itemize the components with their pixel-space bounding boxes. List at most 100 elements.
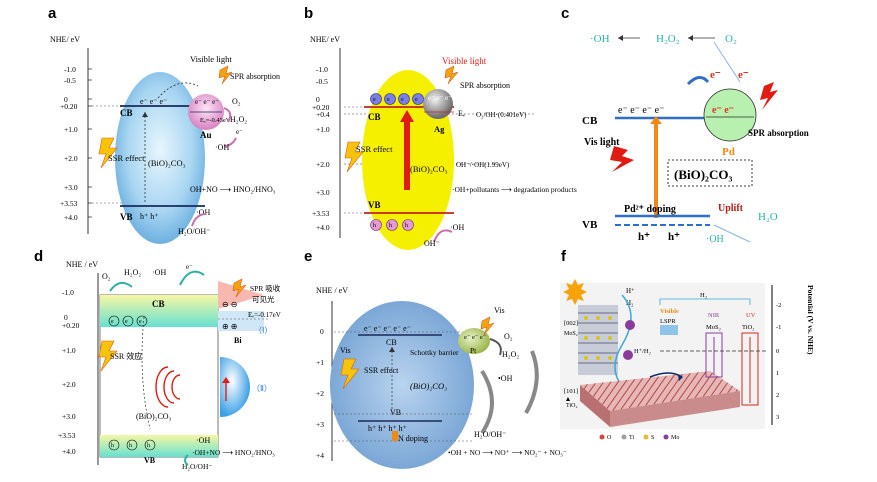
o2-label: O₂ xyxy=(232,97,241,106)
svg-text:h: h xyxy=(147,443,150,449)
spr-label: SPR absorption xyxy=(230,72,280,81)
tick-label: +3 xyxy=(316,420,324,429)
vb-label: VB xyxy=(368,200,381,210)
cb-band xyxy=(100,295,218,327)
vis-bolt-icon xyxy=(610,146,634,172)
cb-label: CB xyxy=(582,115,598,127)
region1-label: （Ⅰ） xyxy=(254,326,272,335)
svg-text:h: h xyxy=(373,223,376,229)
spr-triangle xyxy=(218,281,264,309)
tick-label: +3.53 xyxy=(312,209,330,218)
cb-label: CB xyxy=(386,338,397,347)
ssr-label: SSR effect xyxy=(108,153,145,163)
tick-label: 3 xyxy=(776,414,779,421)
oh-label: •OH xyxy=(498,374,513,383)
ag-particle xyxy=(423,89,453,119)
tio2-slab xyxy=(580,371,740,411)
uv-label: UV xyxy=(746,312,756,319)
svg-text:h⁺ h⁺ h⁺ h⁺: h⁺ h⁺ h⁺ h⁺ xyxy=(368,424,407,433)
vb-label: VB xyxy=(144,456,156,465)
spr-label: SPR 吸收 xyxy=(250,283,281,293)
svg-text:h: h xyxy=(111,443,114,449)
doping-label: N doping xyxy=(398,434,428,443)
reaction-label: OH+NO ⟶ HNO₂/HNO₃ xyxy=(190,185,276,194)
svg-text:e⁻ e⁻ e⁻: e⁻ e⁻ e⁻ xyxy=(464,334,487,341)
oh-in-label: OH⁻ xyxy=(424,239,440,248)
material-label: (BiO)₂CO₃ xyxy=(148,158,186,168)
axis-ticks: -1.0 -0.5 0 +0.20 +1.0 +2.0 +3.0 +3.53 +… xyxy=(60,65,92,222)
au-label: Au xyxy=(200,130,212,140)
svg-text:e⁻: e⁻ xyxy=(738,69,749,81)
facet-101-label: [101] xyxy=(564,388,578,395)
vis-right-label: Vis xyxy=(494,306,505,315)
oh-radical-label: ·OH xyxy=(215,143,229,152)
lightning-icon xyxy=(340,358,360,390)
oh2-label: ·OH xyxy=(196,208,210,217)
panel-e-diagram: NHE / eV 0 +1 +2 +3 +4 e⁻ e⁻ e⁻ e⁻ e⁻ CB… xyxy=(316,286,567,469)
axis-ticks: -2 -1 0 1 2 3 xyxy=(776,302,781,421)
tick-label: +4.0 xyxy=(316,223,330,232)
tick-label: +3.53 xyxy=(60,199,78,208)
panel-label-e: e xyxy=(304,248,313,265)
svg-text:e: e xyxy=(415,97,418,103)
ssr-label: SSR effect xyxy=(364,366,399,375)
tick-label: 2 xyxy=(776,392,779,399)
svg-text:e: e xyxy=(125,319,128,325)
bracket-h2-label: H₂ xyxy=(700,292,707,299)
tick-label: +1.0 xyxy=(316,125,330,134)
pd-label: Pd xyxy=(722,146,735,158)
h2o-label: H₂O xyxy=(758,211,778,223)
tick-label: +2.0 xyxy=(316,160,330,169)
panel-b-diagram: NHE/ eV -1.0 -0.5 0 +0.20 +0.4 +1.0 +2.0… xyxy=(310,35,577,250)
mos2-label: MoS₂ xyxy=(564,331,578,337)
pd-particle xyxy=(703,88,757,142)
tick-label: +2.0 xyxy=(64,154,78,163)
tick-label: -0.5 xyxy=(316,77,328,86)
svg-text:e⁻ e⁻ e⁻: e⁻ e⁻ e⁻ xyxy=(428,94,452,102)
vb-label: VB xyxy=(390,408,401,417)
bi-label: Bi xyxy=(234,336,242,345)
svg-text:h⁺ h⁺: h⁺ h⁺ xyxy=(140,212,158,221)
tio2-label: TiO₂ xyxy=(566,403,578,409)
panel-label-c: c xyxy=(561,5,570,22)
tick-label: -0.5 xyxy=(64,76,76,85)
spr-label: SPR absorption xyxy=(748,128,809,138)
panel-f-diagram: H⁺ H₂ [002] MoS₂ [101] TiO₂ O Ti S xyxy=(560,279,815,441)
panel-label-d: d xyxy=(34,248,44,265)
e-label: e⁻ xyxy=(710,69,721,81)
o2-label: O₂ xyxy=(504,332,513,341)
tick-label: +0.20 xyxy=(60,102,78,111)
tio2-b-label: TiO₂ xyxy=(742,324,755,331)
svg-text:e: e xyxy=(401,97,404,103)
tick-label: +3.0 xyxy=(62,412,76,421)
svg-text:e⁻ e⁻ e⁻ e⁻ e⁻: e⁻ e⁻ e⁻ e⁻ e⁻ xyxy=(364,324,411,333)
lightning-icon xyxy=(344,141,364,173)
vis-left-label: Vis xyxy=(340,346,351,355)
tick-label: +2.0 xyxy=(62,380,76,389)
svg-text:e⁻: e⁻ xyxy=(236,128,243,136)
ag-label: Ag xyxy=(434,124,445,134)
facet-002-label: [002] xyxy=(564,320,578,327)
light-bolt-icon xyxy=(232,278,247,298)
axis-ticks: 0 +1 +2 +3 +4 xyxy=(316,327,324,460)
oh-right-label: ·OH xyxy=(706,234,724,245)
nir-label: NIR xyxy=(708,312,720,319)
h2o-label: H₂O/OH⁻ xyxy=(182,462,212,471)
svg-text:e⁻ e⁻: e⁻ e⁻ xyxy=(712,105,734,116)
tick-label: +1.0 xyxy=(64,125,78,134)
svg-text:⊖ ⊖: ⊖ ⊖ xyxy=(222,300,237,309)
cb-label: CB xyxy=(152,299,165,309)
tick-label: 0 xyxy=(320,327,324,336)
vis-label: Vis light xyxy=(584,137,620,148)
axis-ticks: -1.0 -0.5 0 +0.20 +0.4 +1.0 +2.0 +3.0 +3… xyxy=(312,65,330,232)
material-label: (BiO)₂CO₃ xyxy=(136,412,172,421)
vb-label: VB xyxy=(120,212,133,222)
uplift-label: Uplift xyxy=(718,203,744,214)
axis-ticks: -1.0 0 +0.20 +1.0 +2.0 +3.0 +3.53 +4.0 xyxy=(58,288,80,456)
schottky-label: Schottky barrier xyxy=(410,348,459,357)
h2o-label: H₂O/OH⁻ xyxy=(178,227,210,236)
h-label: h⁺ xyxy=(638,231,650,243)
tick-label: +2 xyxy=(316,389,324,398)
svg-text:e: e xyxy=(139,319,142,325)
